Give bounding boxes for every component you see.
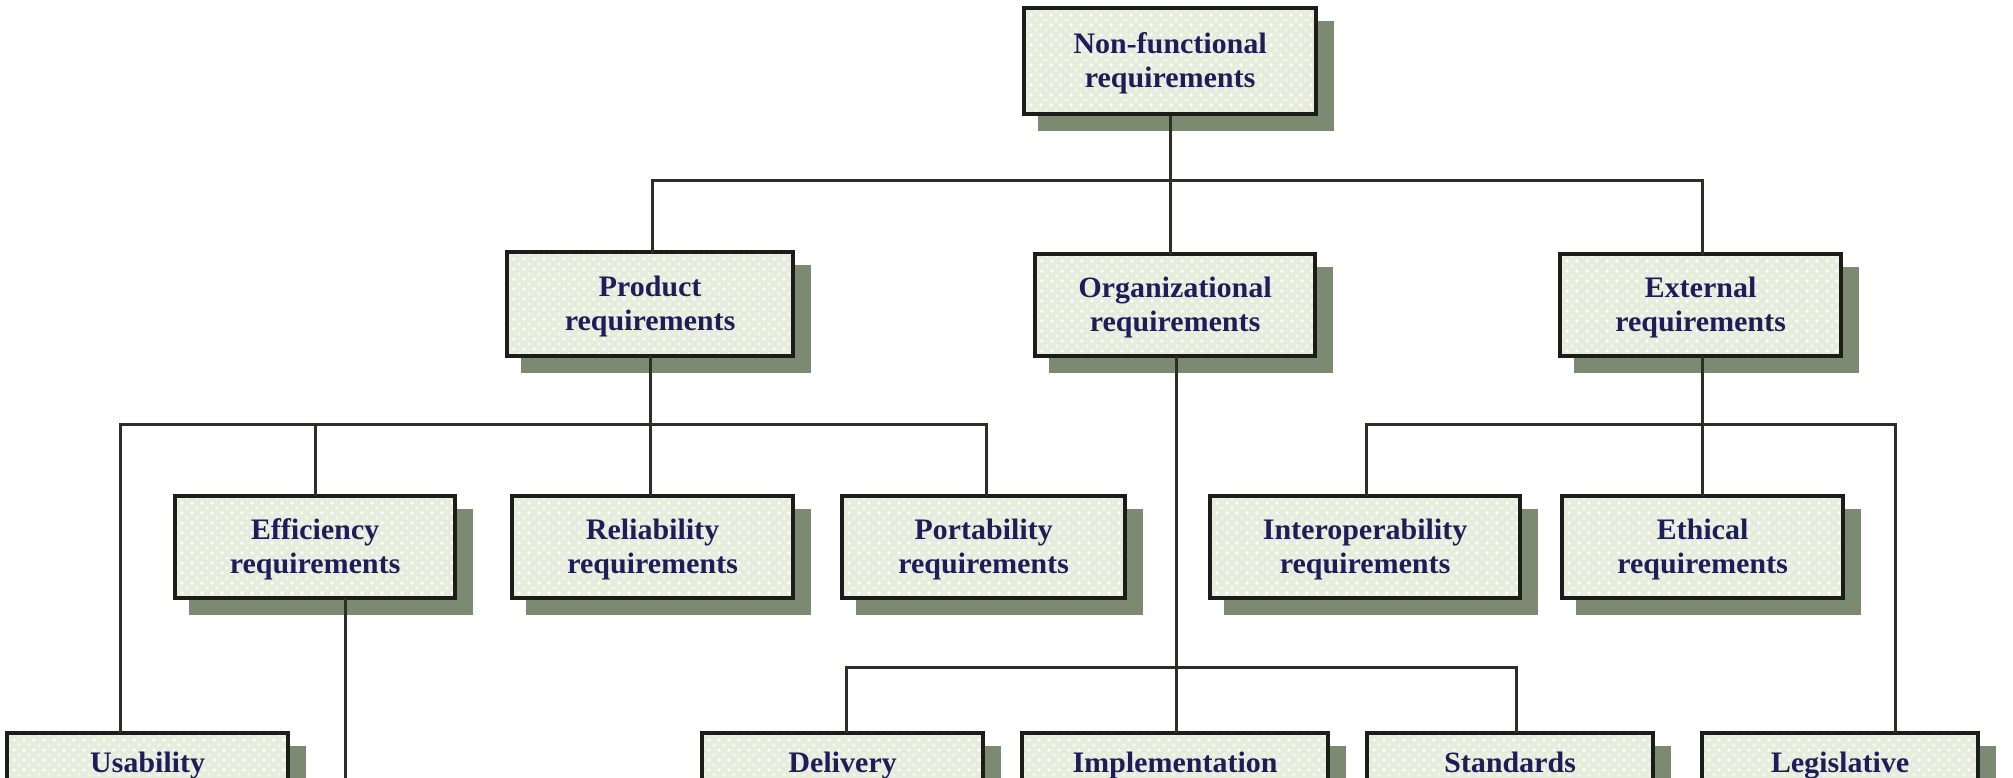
node-label-line: Delivery — [788, 746, 897, 778]
connector-line — [119, 423, 122, 733]
node-label-line: Reliability — [585, 513, 720, 546]
node-label-line: Portability — [914, 513, 1053, 546]
node-label-line: requirements — [1615, 305, 1786, 338]
node-efficiency-requirements: Efficiency requirements — [173, 494, 457, 600]
connector-line — [651, 179, 1704, 182]
node-label-line: Interoperability — [1262, 513, 1468, 546]
connector-line — [1701, 356, 1704, 496]
node-interoperability-requirements: Interoperability requirements — [1208, 494, 1522, 600]
node-external-requirements: External requirements — [1558, 252, 1843, 358]
connector-line — [649, 356, 652, 496]
connector-line — [1701, 179, 1704, 255]
node-label-line: External — [1644, 271, 1757, 304]
node-label-line: Product — [598, 270, 702, 303]
connector-line — [1169, 116, 1172, 182]
node-portability-requirements: Portability requirements — [840, 494, 1127, 600]
node-ethical-requirements: Ethical requirements — [1560, 494, 1845, 600]
node-usability-requirements: Usability — [5, 731, 290, 778]
node-label-line: Usability — [89, 746, 206, 778]
node-label-line: Ethical — [1656, 513, 1749, 546]
node-label-line: requirements — [898, 547, 1069, 580]
node-implementation-requirements: Implementation — [1020, 731, 1330, 778]
node-label-line: Organizational — [1078, 271, 1272, 304]
node-label-line: requirements — [567, 547, 738, 580]
connector-line — [1175, 356, 1178, 733]
connector-line — [1169, 179, 1172, 255]
connector-line — [1365, 423, 1368, 496]
node-legislative-requirements: Legislative — [1700, 731, 1980, 778]
node-label-line: requirements — [564, 304, 736, 337]
node-non-functional-requirements: Non-functional requirements — [1022, 6, 1318, 116]
node-organizational-requirements: Organizational requirements — [1033, 252, 1317, 358]
connector-line — [119, 423, 988, 426]
node-reliability-requirements: Reliability requirements — [510, 494, 795, 600]
node-label-line: Efficiency — [250, 513, 380, 546]
node-label-line: Standards — [1444, 746, 1576, 778]
node-label-line: Non-functional — [1073, 27, 1267, 60]
connector-line — [344, 598, 347, 778]
connector-line — [1515, 666, 1518, 733]
node-delivery-requirements: Delivery — [700, 731, 985, 778]
connector-line — [845, 666, 848, 733]
node-label-line: Implementation — [1072, 746, 1278, 778]
node-label-line: Legislative — [1770, 746, 1910, 778]
connector-line — [845, 666, 1518, 669]
node-label-line: requirements — [1084, 61, 1256, 94]
node-standards-requirements: Standards — [1365, 731, 1655, 778]
node-product-requirements: Product requirements — [505, 250, 795, 358]
connector-line — [651, 179, 654, 253]
node-label-line: requirements — [1617, 547, 1788, 580]
node-label-line: requirements — [229, 547, 401, 580]
connector-line — [314, 423, 317, 496]
node-label-line: requirements — [1279, 547, 1451, 580]
connector-line — [1894, 423, 1897, 733]
node-label-line: requirements — [1089, 305, 1261, 338]
connector-line — [1365, 423, 1897, 426]
connector-line — [985, 423, 988, 496]
